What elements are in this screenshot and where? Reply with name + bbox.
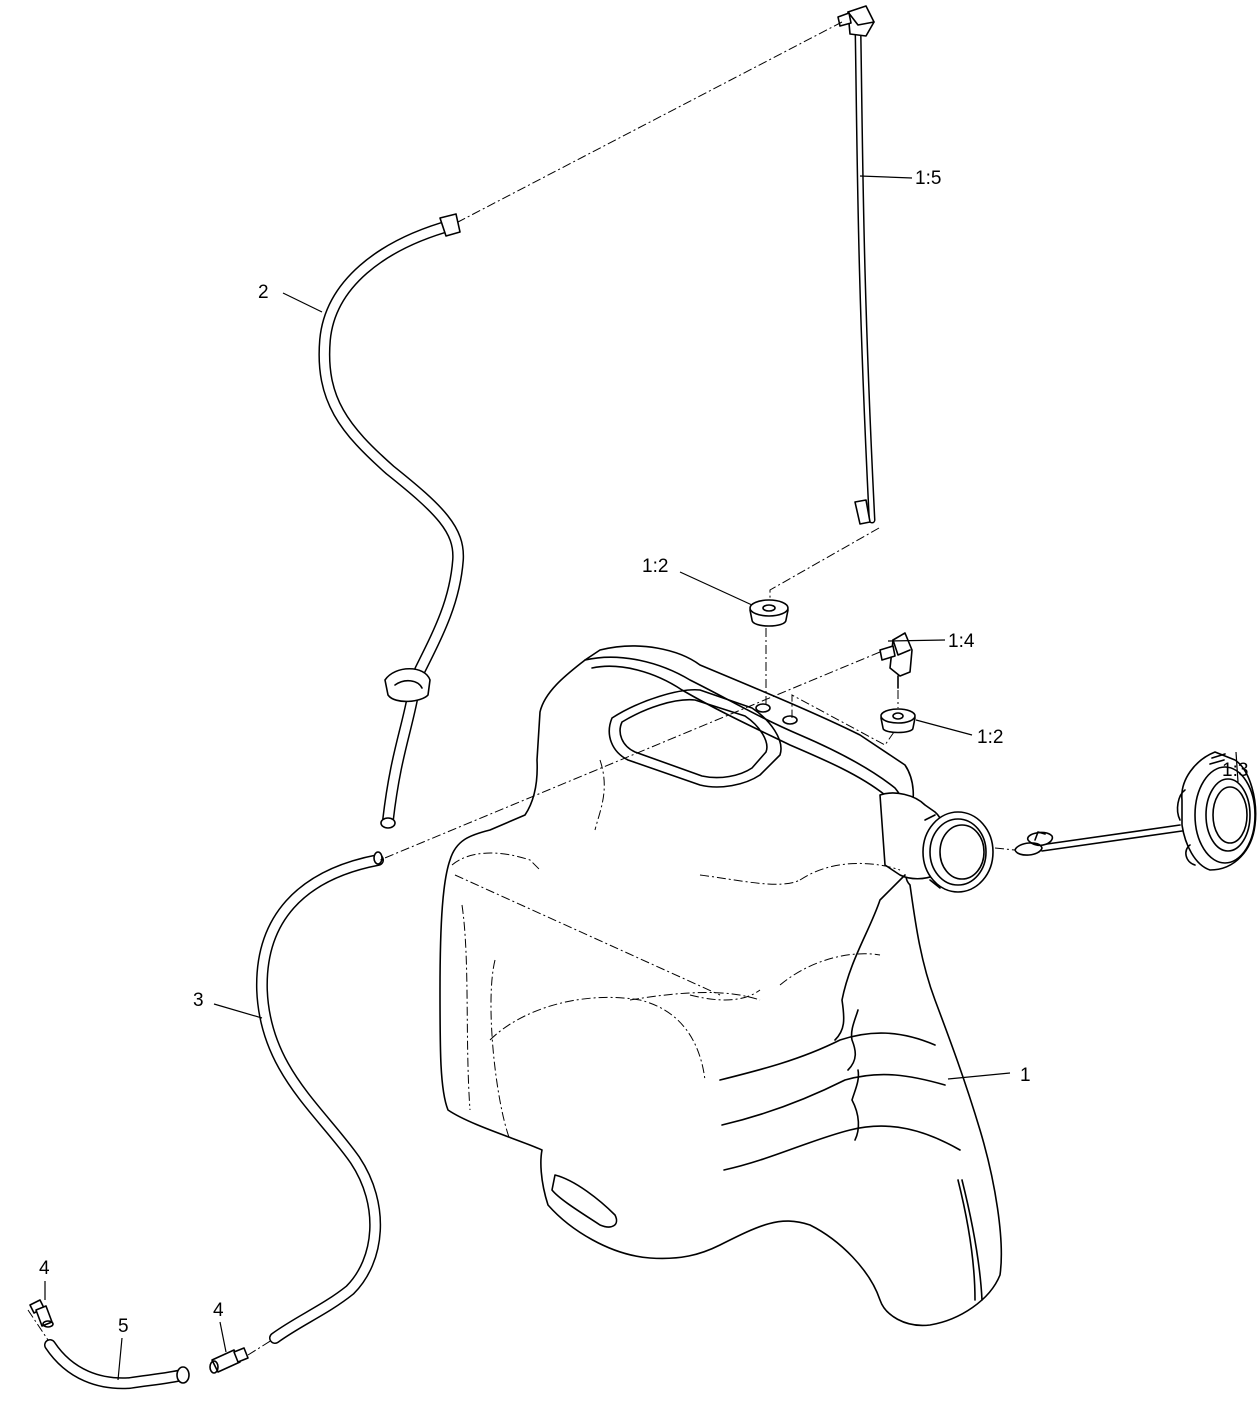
callout-1-2-upper: 1:2 <box>642 556 668 577</box>
assembly-lines <box>27 21 1016 1356</box>
callout-4-right: 4 <box>213 1300 224 1321</box>
grommet-lower <box>880 708 916 734</box>
fuel-tank <box>439 645 1003 1327</box>
grommet-upper <box>749 599 789 627</box>
elbow-fitting <box>879 632 913 689</box>
callout-2: 2 <box>258 282 269 303</box>
callout-1-5: 1:5 <box>915 168 941 189</box>
vent-rod <box>837 5 876 525</box>
fuel-cap <box>1014 751 1257 871</box>
hose-3 <box>255 851 384 1344</box>
hose-5 <box>44 1339 190 1390</box>
callout-labels: 1:5 2 1:2 1:4 1:2 1:3 3 1 4 5 4 <box>39 168 1248 1337</box>
hose-2 <box>318 213 465 829</box>
callout-1: 1 <box>1020 1065 1031 1086</box>
callout-5: 5 <box>118 1316 129 1337</box>
callout-1-4: 1:4 <box>948 631 975 652</box>
callout-4-left: 4 <box>39 1258 50 1279</box>
callout-1-3: 1:3 <box>1222 760 1248 781</box>
fitting-4-right <box>209 1347 249 1374</box>
leader-lines <box>44 175 1239 1381</box>
callout-1-2-lower: 1:2 <box>977 727 1003 748</box>
fitting-4-left <box>29 1299 54 1328</box>
callout-3: 3 <box>193 990 204 1011</box>
